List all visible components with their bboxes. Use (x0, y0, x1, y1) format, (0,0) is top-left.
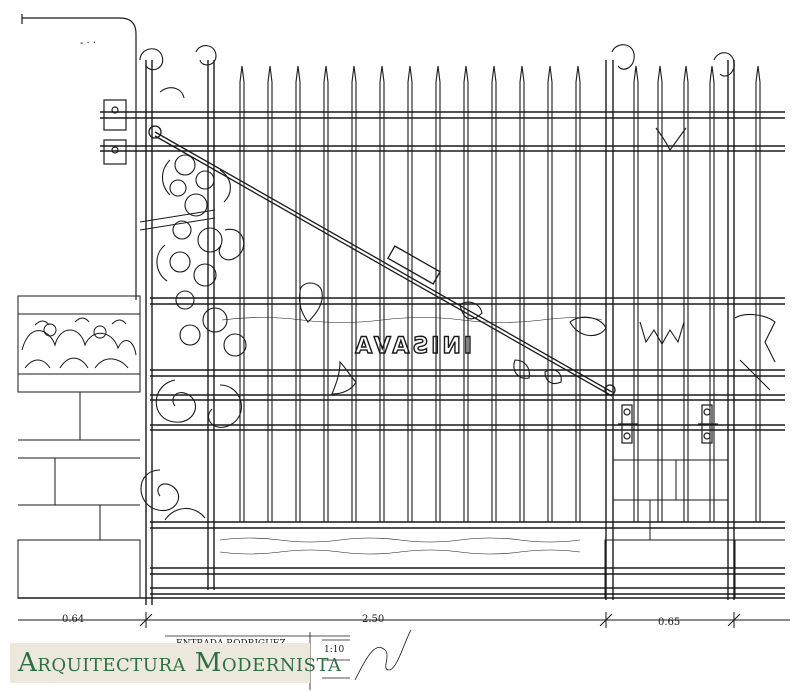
gate-sign-text: INISAVA (352, 334, 472, 359)
gate-picket (435, 65, 441, 523)
gate-picket (463, 65, 469, 523)
gate-picket (379, 65, 385, 523)
gate-picket (519, 65, 525, 523)
right-stone-base (604, 459, 785, 599)
gate-picket (575, 65, 581, 523)
gate-picket (755, 65, 761, 523)
gate-picket (407, 65, 413, 523)
rail-ornaments (298, 44, 776, 395)
gate-picket (547, 65, 553, 523)
hinge-hardware (103, 99, 718, 444)
pillar-carving (21, 317, 137, 369)
gate-picket (709, 65, 715, 523)
title-block-scale: 1:10 (324, 645, 344, 655)
dimension-line (18, 612, 790, 628)
watermark-banner: Arquitectura Modernista (10, 643, 341, 683)
left-stone-pillar (17, 295, 141, 599)
gate-picket (323, 65, 329, 523)
gate-picket (657, 65, 663, 523)
dimension-right: 0.65 (658, 617, 680, 628)
gate-pickets (239, 65, 761, 523)
dimension-center: 2.50 (362, 614, 384, 625)
gate-picket (683, 65, 689, 523)
dimension-left: 0.64 (62, 614, 84, 625)
gate-picket (633, 65, 639, 523)
gate-picket (491, 65, 497, 523)
gate-frame (100, 60, 785, 605)
plank-panel (213, 303, 607, 569)
corner-note: - · · (80, 38, 96, 49)
gate-sign: INISAVA (352, 333, 473, 359)
gate-picket (267, 65, 273, 523)
brace-rod (148, 125, 616, 397)
title-block (165, 629, 412, 690)
gate-picket (351, 65, 357, 523)
watermark-text: Arquitectura Modernista (18, 648, 342, 678)
gate-picket (239, 65, 245, 523)
corner-mark (21, 14, 137, 300)
floral-ornament (139, 45, 247, 521)
